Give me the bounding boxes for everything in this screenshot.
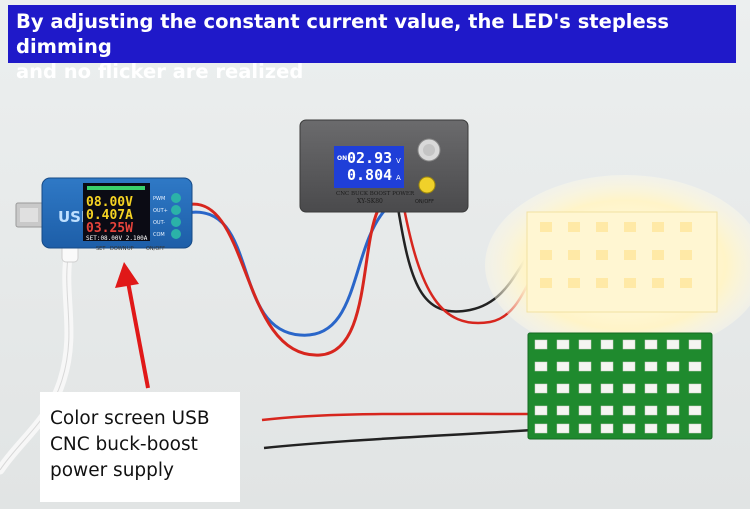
meter-side-label-0: PWM (153, 196, 165, 202)
callout-line-1: Color screen USB (50, 408, 210, 429)
meter-button-label-0: SET (96, 246, 106, 252)
bottom-red-wire (261, 412, 531, 422)
bottom-black-wire (263, 428, 533, 450)
headline-banner: By adjusting the constant current value,… (8, 5, 736, 83)
cnc-voltage: 02.93 (347, 149, 392, 167)
usb-meter: USB 08.00V 0.407A 03.25W SET:08.00V 2.10… (15, 177, 193, 252)
red-arrow-icon (115, 262, 150, 389)
meter-button-label-1: DOWN (110, 246, 127, 252)
cnc-model: XY-SK80 (357, 198, 383, 205)
banner-line-1: By adjusting the constant current value,… (16, 10, 669, 58)
banner-line-2: and no flicker are realized (16, 60, 304, 83)
red-wire (185, 202, 380, 357)
callout-line-2: CNC buck-boost (50, 434, 198, 455)
cnc-caption: CNC BUCK BOOST POWER (336, 191, 415, 197)
meter-current: 0.407A (86, 208, 133, 223)
meter-side-label-3: COM (153, 232, 165, 238)
cnc-current-unit: A (396, 174, 401, 182)
cnc-current: 0.804 (347, 166, 392, 184)
product-callout: Color screen USB CNC buck-boost power su… (40, 392, 240, 502)
meter-voltage: 08.00V (86, 195, 133, 210)
meter-terminals (171, 193, 181, 239)
meter-button-label-3: ON/OFF (146, 246, 165, 252)
callout-line-3: power supply (50, 460, 174, 481)
meter-setting: SET:08.00V 2.100A (86, 235, 148, 242)
cnc-module: ON 02.93 V 0.804 A CNC BUCK BOOST POWER … (299, 119, 469, 213)
cnc-switch-label: ON/OFF (415, 199, 434, 205)
meter-button-label-2: UP (127, 246, 134, 252)
led-panel-lit (485, 175, 750, 355)
cnc-on-label: ON (337, 155, 347, 162)
meter-side-label-2: OUT- (153, 220, 165, 226)
power-button-icon (418, 176, 436, 194)
led-panel-off (527, 332, 713, 440)
cnc-voltage-unit: V (396, 157, 401, 165)
meter-side-label-1: OUT+ (153, 208, 168, 214)
meter-power: 03.25W (86, 221, 133, 236)
